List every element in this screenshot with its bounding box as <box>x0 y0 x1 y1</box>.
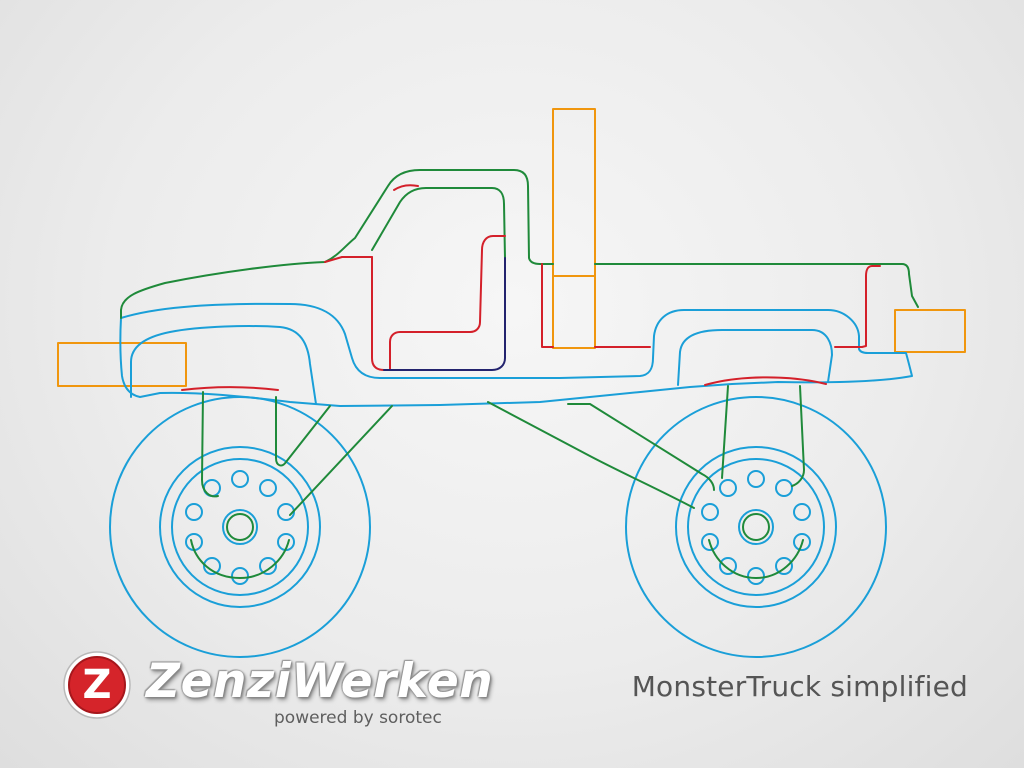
rear-suspension-link <box>487 401 695 509</box>
door <box>383 257 506 371</box>
front-suspension-link <box>201 391 219 498</box>
rear-wheel-arch <box>677 329 833 386</box>
rear-lug <box>701 503 719 521</box>
rear-fender-trim <box>704 376 827 386</box>
front-rim <box>171 458 309 596</box>
brand-block: Z ZenziWerken powered by sorotec <box>62 648 522 738</box>
front-lug <box>259 557 277 575</box>
orange-parts <box>57 108 966 387</box>
rear-lug <box>775 479 793 497</box>
body-lower-outline <box>119 302 913 407</box>
front-lug <box>185 503 203 521</box>
roof-trim <box>393 184 419 191</box>
rear-tire-outer <box>625 396 887 658</box>
rear-suspension-link <box>567 403 715 491</box>
bed-lower-trim <box>541 263 554 348</box>
front-suspension-link <box>275 396 331 467</box>
brand-tagline: powered by sorotec <box>274 708 442 728</box>
front-hub-cap <box>226 513 254 541</box>
front-hub-link <box>190 539 290 579</box>
brand-name: ZenziWerken <box>146 654 494 709</box>
rear-tire-inner <box>675 446 837 608</box>
drawing-title: MonsterTruck simplified <box>631 670 968 703</box>
exhaust-stack <box>552 108 596 349</box>
tailgate-trim <box>834 265 881 348</box>
front-suspension-link <box>289 405 393 516</box>
rear-wheel <box>625 396 887 658</box>
front-lug <box>231 567 249 585</box>
trim-lines <box>181 184 881 391</box>
rear-hub-link <box>708 539 804 579</box>
hood-trim <box>324 256 373 263</box>
rear-suspension-link <box>791 385 805 487</box>
seat-outline <box>389 235 506 370</box>
front-tire-inner <box>159 446 321 608</box>
zenziwerken-logo-icon <box>63 651 131 719</box>
rear-lug <box>719 557 737 575</box>
rear-lug <box>793 503 811 521</box>
front-wheel-arch <box>130 325 317 405</box>
cab-trim <box>371 256 385 371</box>
body-shell <box>109 302 913 658</box>
rear-lug <box>747 470 765 488</box>
rear-lug <box>719 479 737 497</box>
rear-bumper <box>894 309 966 353</box>
rear-suspension-link <box>721 385 729 479</box>
door-outline <box>383 257 506 371</box>
front-fender-trim <box>181 386 279 391</box>
front-hub <box>222 509 258 545</box>
front-lug <box>231 470 249 488</box>
frame-and-suspension <box>120 169 919 579</box>
cab-roof-hood-outline <box>120 169 554 319</box>
front-bumper <box>57 342 187 387</box>
logo-letter: Z <box>82 662 112 708</box>
rear-lug <box>793 533 811 551</box>
rear-lug <box>775 557 793 575</box>
front-wheel <box>109 396 371 658</box>
front-lug <box>203 557 221 575</box>
rear-hub-cap <box>742 513 770 541</box>
rear-hub <box>738 509 774 545</box>
rear-rim <box>687 458 825 596</box>
rear-lug <box>747 567 765 585</box>
front-lug <box>259 479 277 497</box>
rear-window-frame <box>371 187 506 259</box>
rear-lug <box>701 533 719 551</box>
front-tire-outer <box>109 396 371 658</box>
bed-top-rail <box>594 263 919 308</box>
